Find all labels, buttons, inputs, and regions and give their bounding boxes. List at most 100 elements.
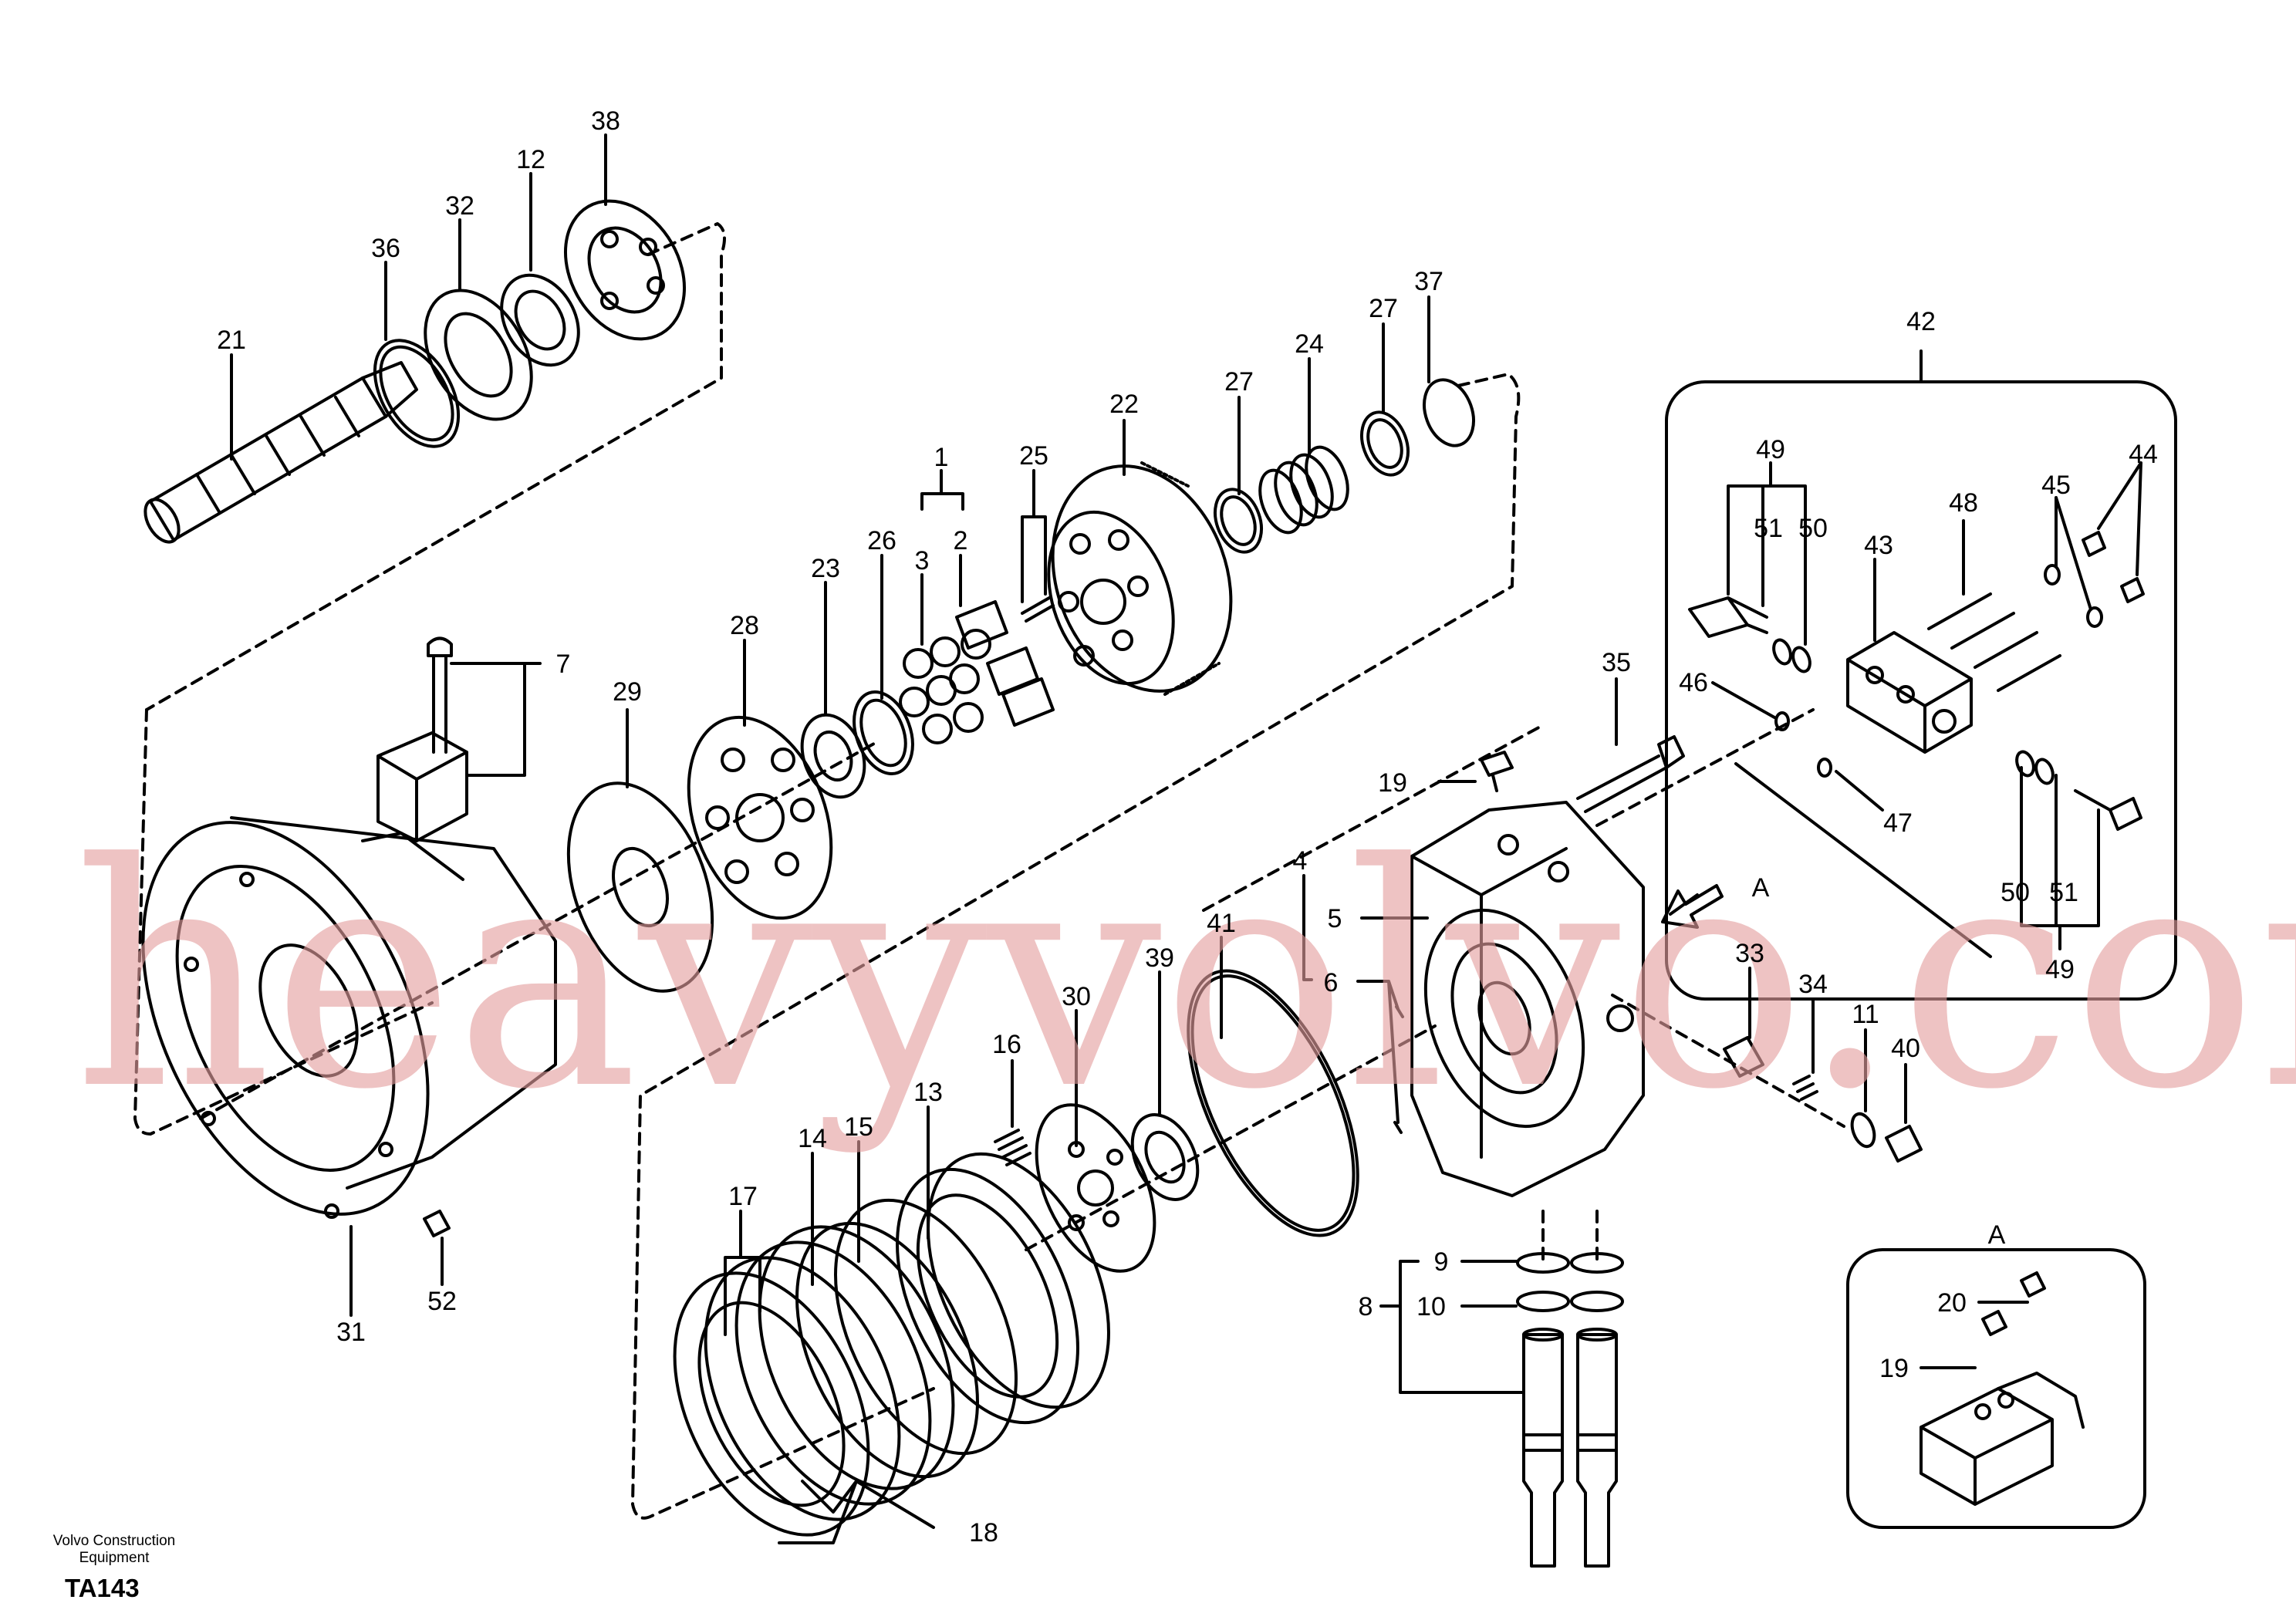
plug-44 xyxy=(2082,531,2145,603)
o-ring-11 xyxy=(1850,1112,1876,1149)
o-ring-41 xyxy=(1187,969,1359,1237)
snap-ring-36 xyxy=(373,339,461,448)
valve-plate-28 xyxy=(687,715,833,920)
callout-19: 19 xyxy=(1378,768,1407,798)
leader-1 xyxy=(920,469,964,511)
callout-23: 23 xyxy=(811,554,840,583)
leaders-49-50-51-bottom xyxy=(2020,766,2100,950)
callout-45: 45 xyxy=(2041,471,2071,500)
oil-seal-32 xyxy=(424,289,533,421)
snap-ring-37 xyxy=(1423,378,1475,447)
motor-casing-31 xyxy=(141,816,557,1219)
ring-26 xyxy=(853,690,914,776)
callout-21: 21 xyxy=(217,326,246,355)
leader-25 xyxy=(1021,469,1047,603)
plate-29 xyxy=(566,781,714,993)
callout-26: 26 xyxy=(867,526,896,555)
leader-42-diag xyxy=(1734,762,1992,958)
leader-7 xyxy=(450,662,542,777)
pin-25 xyxy=(1021,596,1055,623)
leader-44 xyxy=(2097,461,2142,576)
bolt-35 xyxy=(1576,735,1685,813)
view-a-assembly xyxy=(1920,1271,2085,1506)
friction-plates-17 xyxy=(673,1225,955,1537)
callout-52: 52 xyxy=(427,1287,457,1316)
valve-plate-30 xyxy=(1035,1103,1156,1273)
callout-10: 10 xyxy=(1416,1292,1446,1321)
callout-34: 34 xyxy=(1798,970,1828,999)
callout-49-bottom: 49 xyxy=(2045,955,2075,984)
callout-17: 17 xyxy=(728,1182,758,1211)
callout-7: 7 xyxy=(556,650,571,679)
callout-3: 3 xyxy=(915,546,930,575)
cylinder-block-22 xyxy=(1047,461,1233,696)
bolt-7 xyxy=(427,636,453,754)
callout-36: 36 xyxy=(371,234,400,263)
callout-11: 11 xyxy=(1852,1000,1879,1029)
callout-33: 33 xyxy=(1735,939,1764,968)
piston-assembly-1 xyxy=(899,600,1055,744)
spring-16 xyxy=(994,1129,1032,1166)
sleeve-33 xyxy=(1723,1036,1764,1078)
callout-25: 25 xyxy=(1019,441,1048,471)
o-ring-9 xyxy=(1516,1252,1624,1274)
callout-27a: 27 xyxy=(1224,367,1254,397)
ring-14 xyxy=(795,1221,979,1479)
callout-30: 30 xyxy=(1062,982,1091,1011)
detail-box-a xyxy=(1846,1248,2146,1529)
leader-6 xyxy=(1356,980,1400,1124)
callout-41: 41 xyxy=(1207,909,1236,938)
callout-37: 37 xyxy=(1414,267,1443,296)
leader-17 xyxy=(724,1210,761,1336)
callout-16: 16 xyxy=(992,1030,1021,1059)
leader-4 xyxy=(1302,874,1313,981)
callout-49-top: 49 xyxy=(1756,435,1785,464)
brand-line-2: Equipment xyxy=(79,1550,150,1566)
bolt-48 xyxy=(1927,592,2061,692)
dashed-boundary-main xyxy=(133,373,1521,1520)
dashed-centerline-2 xyxy=(1025,994,1845,1267)
block-7 xyxy=(376,731,468,842)
callout-18: 18 xyxy=(969,1518,998,1547)
brake-piston-13 xyxy=(896,1152,1110,1425)
leader-45 xyxy=(2055,496,2092,611)
callout-12: 12 xyxy=(516,145,545,174)
callout-44: 44 xyxy=(2129,440,2158,469)
callout-14: 14 xyxy=(798,1124,827,1153)
dashed-centerline-1 xyxy=(199,708,1815,1120)
callout-13: 13 xyxy=(913,1078,943,1107)
callout-24: 24 xyxy=(1295,329,1324,359)
callout-32: 32 xyxy=(445,191,474,221)
plug-40 xyxy=(1885,1125,1923,1163)
leaders-49-51-50 xyxy=(1727,461,1807,646)
watermark: heavyvolvo.com xyxy=(73,798,2296,1157)
callout-39: 39 xyxy=(1145,943,1174,973)
callout-4: 4 xyxy=(1293,846,1308,876)
callout-a-arrow: A xyxy=(1752,873,1770,903)
callout-labels: 38 12 32 36 21 1 25 22 27 24 27 37 2 3 2… xyxy=(217,106,2158,1547)
plug-19 xyxy=(1480,751,1514,792)
spool-8 xyxy=(1522,1328,1618,1568)
callout-9: 9 xyxy=(1434,1247,1449,1277)
callout-43: 43 xyxy=(1864,531,1893,560)
callout-47: 47 xyxy=(1883,808,1913,838)
o-ring-10 xyxy=(1516,1291,1624,1312)
callout-31: 31 xyxy=(336,1318,366,1347)
bearing-38 xyxy=(563,199,687,341)
o-ring-45 xyxy=(2044,564,2103,628)
callout-2: 2 xyxy=(954,526,968,555)
fitting-49 xyxy=(1688,596,2142,831)
callout-6: 6 xyxy=(1324,968,1339,997)
callout-50-top: 50 xyxy=(1798,514,1828,543)
callout-42: 42 xyxy=(1906,307,1936,336)
o-ring-50 xyxy=(1791,646,2055,785)
o-ring-47 xyxy=(1817,758,1832,778)
callout-35: 35 xyxy=(1602,648,1631,677)
callout-51-bottom: 51 xyxy=(2049,878,2078,907)
leader-46 xyxy=(1711,681,1776,719)
figure-code: TA143 xyxy=(65,1574,140,1602)
spring-34 xyxy=(1792,1075,1818,1101)
callout-19-a: 19 xyxy=(1879,1354,1909,1383)
callout-40: 40 xyxy=(1891,1034,1920,1063)
callout-8: 8 xyxy=(1359,1292,1373,1321)
